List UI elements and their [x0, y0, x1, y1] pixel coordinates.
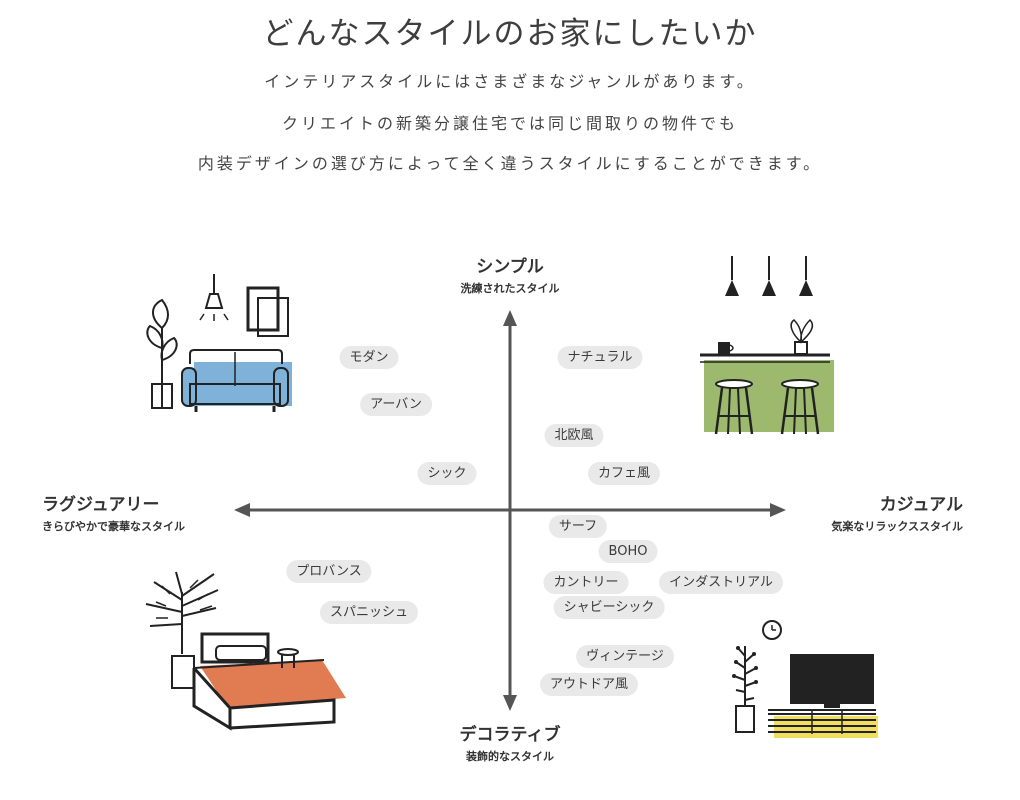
- style-tag-shabby-chic: シャビーシック: [553, 596, 665, 619]
- axis-bottom-subtitle: 装飾的なスタイル: [466, 750, 554, 763]
- page-title: どんなスタイルのお家にしたいか: [262, 16, 758, 52]
- style-tag-surf: サーフ: [548, 515, 608, 538]
- axis-label-top: シンプル 洗練されたスタイル: [440, 252, 580, 296]
- style-tag-cafe: カフェ風: [587, 462, 661, 485]
- intro-line-3: 内装デザインの選び方によって全く違うスタイルにすることができます。: [197, 154, 823, 173]
- axis-top-subtitle: 洗練されたスタイル: [460, 282, 560, 295]
- style-tag-natural: ナチュラル: [557, 346, 643, 369]
- style-tag-chic: シック: [417, 462, 477, 485]
- style-tag-outdoor: アウトドア風: [539, 673, 639, 696]
- axis-label-bottom: デコラティブ 装飾的なスタイル: [430, 720, 590, 764]
- axis-left-subtitle: きらびやかで豪華なスタイル: [42, 520, 185, 533]
- axis-label-right: カジュアル 気楽なリラックススタイル: [831, 490, 963, 534]
- intro-line-1: インテリアスタイルにはさまざまなジャンルがあります。: [264, 72, 756, 91]
- style-tag-spanish: スパニッシュ: [319, 601, 419, 624]
- tv-stand-icon: [732, 620, 878, 738]
- style-tag-nordic: 北欧風: [544, 424, 604, 447]
- style-tag-industrial: インダストリアル: [659, 571, 783, 594]
- axis-right-title: カジュアル: [879, 495, 963, 515]
- style-tag-provence: プロバンス: [286, 560, 372, 583]
- sofa-room-icon: [146, 274, 292, 412]
- bedroom-icon: [145, 571, 346, 731]
- axis-top-title: シンプル: [476, 257, 544, 277]
- arrow-up-icon: [503, 310, 517, 326]
- axis-label-left: ラグジュアリー きらびやかで豪華なスタイル: [42, 490, 185, 534]
- style-tag-vintage: ヴィンテージ: [576, 645, 674, 668]
- cafe-counter-icon: [700, 256, 834, 435]
- intro-line-2: クリエイトの新築分譲住宅では同じ間取りの物件でも: [281, 114, 738, 133]
- style-tag-country: カントリー: [543, 571, 629, 594]
- axis-right-subtitle: 気楽なリラックススタイル: [831, 520, 963, 533]
- style-tag-boho: BOHO: [598, 540, 658, 563]
- style-tag-urban: アーバン: [360, 393, 432, 416]
- axis-left-title: ラグジュアリー: [42, 495, 160, 515]
- arrow-down-icon: [503, 695, 517, 711]
- style-tag-modern: モダン: [339, 346, 399, 369]
- arrow-right-icon: [770, 503, 786, 517]
- arrow-left-icon: [234, 503, 250, 517]
- axis-bottom-title: デコラティブ: [459, 725, 561, 745]
